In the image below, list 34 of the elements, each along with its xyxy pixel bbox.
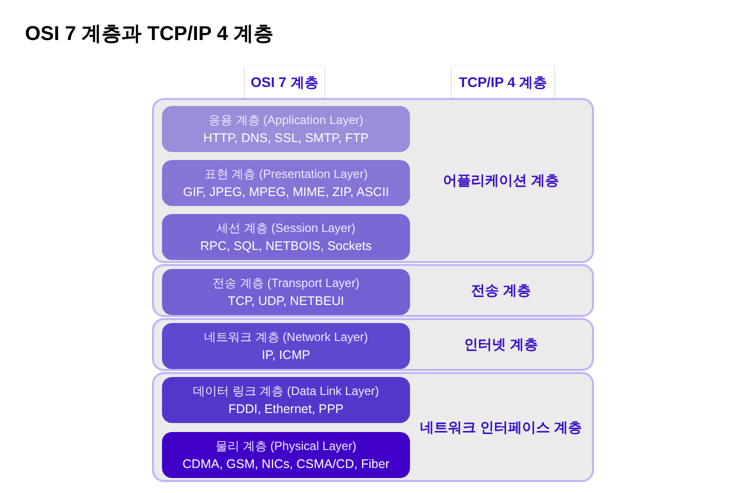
tcp-ip-layer-band	[152, 318, 594, 371]
layer-name: 물리 계층 (Physical Layer)	[216, 438, 356, 455]
tcp-ip-layer-name: 전송 계층	[471, 281, 531, 300]
column-header: OSI 7 계층	[250, 72, 318, 92]
layer-name: 표현 계층 (Presentation Layer)	[204, 166, 368, 183]
tcp-ip-layer-band	[152, 98, 594, 263]
osi-layer-box	[162, 160, 410, 206]
osi-layer-box	[162, 377, 410, 423]
protocol-list: IP, ICMP	[262, 346, 310, 364]
osi-layer-box	[162, 269, 410, 315]
tcp-ip-layer-name: 인터넷 계층	[464, 335, 538, 354]
protocol-list: CDMA, GSM, NICs, CSMA/CD, Fiber	[182, 455, 390, 473]
osi-layer-box	[162, 432, 410, 478]
tcp-ip-layer-name: 네트워크 인터페이스 계층	[420, 418, 582, 436]
layer-name: 전송 계층 (Transport Layer)	[212, 275, 360, 292]
column-header-tab	[245, 66, 324, 98]
protocol-list: HTTP, DNS, SSL, SMTP, FTP	[203, 129, 369, 147]
protocol-list: FDDI, Ethernet, PPP	[228, 400, 344, 418]
protocol-list: RPC, SQL, NETBOIS, Sockets	[200, 237, 372, 255]
column-header-tab	[452, 66, 554, 98]
layer-name: 세선 계층 (Session Layer)	[216, 220, 356, 237]
tcp-ip-layer-band	[152, 264, 594, 317]
osi-layer-box	[162, 214, 410, 260]
protocol-list: TCP, UDP, NETBEUI	[228, 292, 344, 310]
column-header: TCP/IP 4 계층	[458, 72, 548, 92]
layer-name: 데이터 링크 계층 (Data Link Layer)	[192, 383, 380, 400]
layer-name: 응용 계층 (Application Layer)	[208, 112, 364, 129]
layer-name: 네트워크 계층 (Network Layer)	[204, 329, 368, 346]
tcp-ip-layer-name: 어플리케이션 계층	[443, 171, 559, 190]
protocol-list: GIF, JPEG, MPEG, MIME, ZIP, ASCII	[182, 183, 390, 201]
tcp-ip-layer-band	[152, 372, 594, 482]
osi-layer-box	[162, 323, 410, 369]
osi-layer-box	[162, 106, 410, 152]
diagram-title: OSI 7 계층과 TCP/IP 4 계층	[25, 22, 274, 47]
